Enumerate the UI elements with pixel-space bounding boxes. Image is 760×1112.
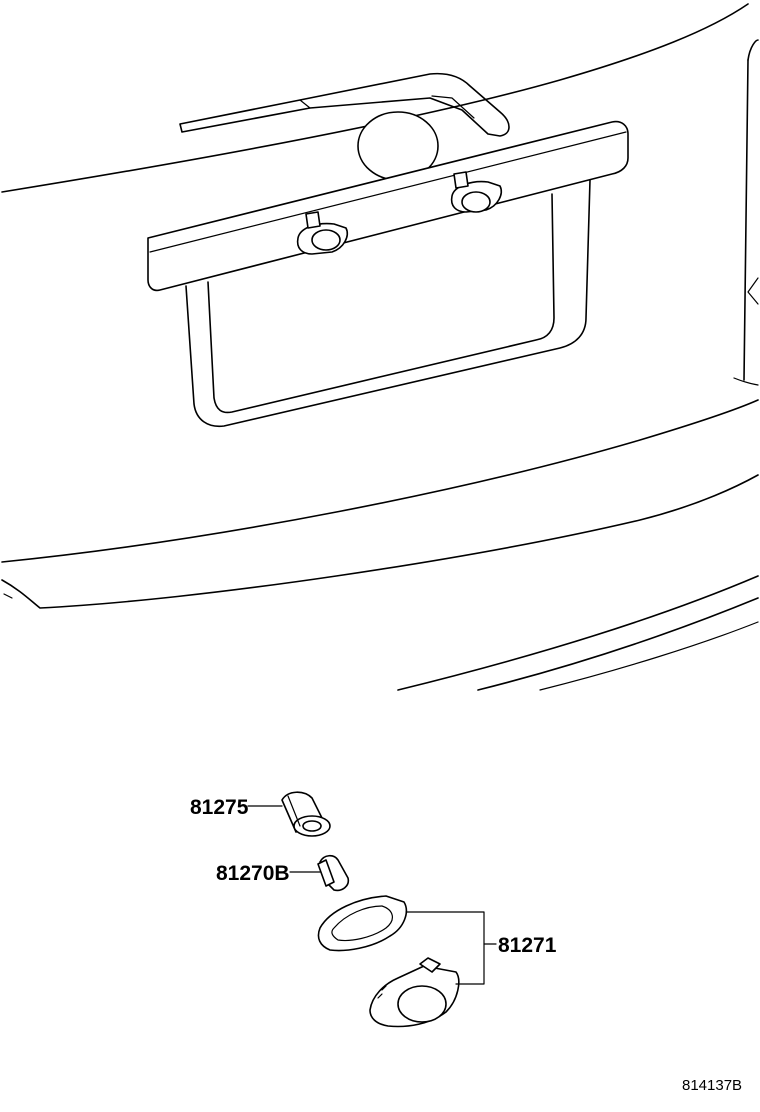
part-81271-lamp xyxy=(369,957,460,1028)
lamp-lens-right xyxy=(461,191,491,213)
socket-rib xyxy=(287,795,301,827)
gasket-outer xyxy=(317,895,408,952)
part-label-81271: 81271 xyxy=(498,934,557,957)
bumper-line-3 xyxy=(539,621,759,691)
wiper-arm-inner xyxy=(431,95,475,119)
panel-corner-tick xyxy=(3,593,13,599)
door-top-edge xyxy=(1,3,749,193)
lamp-socket-left xyxy=(305,211,321,229)
panel-edge-1 xyxy=(1,399,759,563)
part-81271-gasket xyxy=(317,895,408,952)
bulb-base xyxy=(317,859,335,887)
lamp-lens-left xyxy=(311,229,341,251)
license-plate-recess xyxy=(185,179,591,428)
gasket-inner xyxy=(331,905,393,942)
bumper-line-1 xyxy=(397,575,759,691)
wiper-joint xyxy=(299,99,311,109)
part-81275-socket xyxy=(281,791,331,837)
part-label-81270B: 81270B xyxy=(216,862,290,885)
lamp-clip xyxy=(419,957,441,973)
leader-lines xyxy=(247,805,497,985)
door-gap-top xyxy=(747,39,759,61)
plate-recess-outer xyxy=(185,179,591,428)
installed-lamp-right xyxy=(450,171,502,213)
rear-wiper xyxy=(179,72,510,137)
bumper-line-2 xyxy=(477,597,759,691)
back-door-body xyxy=(1,3,759,691)
door-gap-bottom xyxy=(733,377,759,386)
part-label-81275: 81275 xyxy=(190,796,249,819)
lamp-tab xyxy=(377,985,387,999)
license-garnish xyxy=(147,120,629,292)
socket-opening xyxy=(302,820,322,832)
panel-edge-2 xyxy=(1,474,759,609)
garnish-highlight xyxy=(149,131,627,253)
wiper-blade xyxy=(179,72,510,137)
lamp-socket-right xyxy=(453,171,469,189)
part-81270B-bulb xyxy=(317,854,350,892)
door-side-notch xyxy=(747,277,759,305)
door-gap-line xyxy=(743,59,749,381)
figure-code: 814137B xyxy=(682,1077,742,1094)
lamp-lens xyxy=(397,985,447,1023)
plate-recess-inner xyxy=(207,193,555,414)
leader-81271-bracket xyxy=(405,911,485,985)
installed-lamp-left xyxy=(296,211,348,255)
garnish-bar xyxy=(147,120,629,292)
